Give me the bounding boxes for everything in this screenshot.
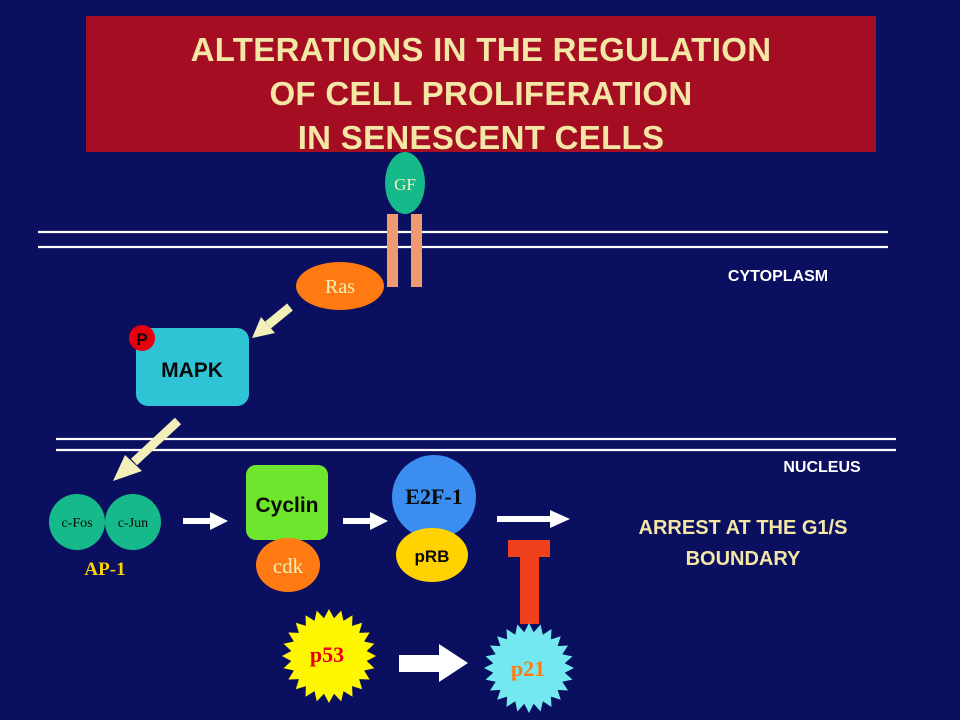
prb-node: pRB bbox=[396, 528, 468, 582]
plasma-membrane bbox=[38, 230, 888, 249]
cyclin-node: Cyclin bbox=[246, 465, 328, 540]
cjun-node: c-Jun bbox=[105, 494, 161, 550]
cyclin-label: Cyclin bbox=[255, 494, 318, 517]
inhibitor-bar-p21 bbox=[508, 540, 550, 624]
outcome-line-1: ARREST AT THE G1/S bbox=[639, 517, 848, 539]
receptor bbox=[387, 214, 422, 287]
arrow-e2f1-to-arrest bbox=[497, 510, 570, 528]
title-line-1: ALTERATIONS IN THE REGULATION bbox=[190, 31, 772, 68]
cdk-label: cdk bbox=[273, 554, 304, 578]
ras-label: Ras bbox=[325, 276, 355, 298]
cjun-label: c-Jun bbox=[118, 516, 148, 531]
gf-label: GF bbox=[394, 175, 416, 194]
phosphate-label: P bbox=[136, 330, 147, 349]
outcome-line-2: BOUNDARY bbox=[686, 548, 801, 570]
p21-node: p21 bbox=[484, 623, 574, 713]
gf-node: GF bbox=[385, 152, 425, 214]
nuclear-membrane bbox=[56, 437, 896, 452]
arrow-p53-to-p21 bbox=[399, 644, 468, 682]
arrow-cyclin-to-e2f1 bbox=[343, 512, 388, 530]
e2f1-node: E2F-1 bbox=[392, 455, 476, 539]
title-banner: ALTERATIONS IN THE REGULATION OF CELL PR… bbox=[86, 16, 876, 156]
title-line-2: OF CELL PROLIFERATION bbox=[269, 75, 693, 112]
e2f1-label: E2F-1 bbox=[405, 484, 462, 509]
arrow-ras-to-mapk bbox=[252, 303, 293, 338]
mapk-node: MAPK bbox=[136, 328, 249, 406]
cfos-label: c-Fos bbox=[61, 516, 92, 531]
prb-label: pRB bbox=[415, 547, 450, 566]
p53-node: p53 bbox=[282, 609, 376, 703]
arrow-ap1-to-cyclin bbox=[183, 512, 228, 530]
cdk-node: cdk bbox=[256, 538, 320, 592]
cytoplasm-label: CYTOPLASM bbox=[728, 268, 828, 285]
mapk-label: MAPK bbox=[161, 359, 223, 382]
arrow-mapk-to-ap1 bbox=[113, 417, 182, 481]
title-line-3: IN SENESCENT CELLS bbox=[297, 119, 665, 156]
nucleus-label: NUCLEUS bbox=[783, 459, 861, 476]
cfos-node: c-Fos bbox=[49, 494, 105, 550]
p21-label: p21 bbox=[511, 656, 545, 681]
ras-node: Ras bbox=[296, 262, 384, 310]
p53-label: p53 bbox=[310, 642, 344, 667]
ap1-label: AP-1 bbox=[84, 559, 125, 580]
phosphate-badge: P bbox=[129, 325, 155, 351]
